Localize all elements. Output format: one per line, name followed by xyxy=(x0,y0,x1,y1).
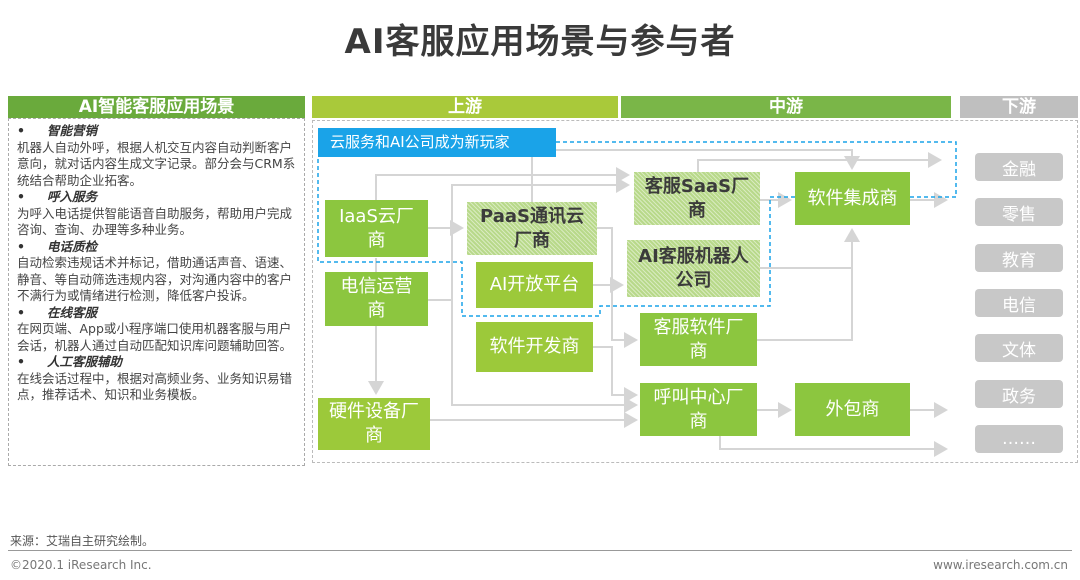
page-title: AI客服应用场景与参与者 xyxy=(344,22,736,62)
midstream-header: 中游 xyxy=(621,96,951,118)
node-ai-platform: AI开放平台 xyxy=(476,262,593,308)
downstream-finance: 金融 xyxy=(975,153,1063,181)
node-cs-software: 客服软件厂商 xyxy=(640,313,757,366)
scenario-item: •呼入服务为呼入电话提供智能语音自助服务，帮助用户完成咨询、查询、办理等多种业务… xyxy=(17,189,293,237)
downstream-header: 下游 xyxy=(960,96,1078,118)
scenario-header: AI智能客服应用场景 xyxy=(8,96,305,118)
scenario-item: •智能营销机器人自动外呼，根据人机交互内容自动判断客户意向，就对话内容生成文字记… xyxy=(17,123,296,188)
node-iaas: IaaS云厂商 xyxy=(325,200,428,257)
downstream-telecom: 电信 xyxy=(975,289,1063,317)
new-players-callout: 云服务和AI公司成为新玩家 xyxy=(318,128,556,157)
downstream-education: 教育 xyxy=(975,244,1063,272)
downstream-culture-sports: 文体 xyxy=(975,334,1063,362)
downstream-government: 政务 xyxy=(975,380,1063,408)
scenario-item: •在线客服在网页端、App或小程序端口使用机器客服与用户会话，机器人通过自动匹配… xyxy=(17,304,293,353)
footer-divider xyxy=(8,550,1072,551)
node-ai-robot: AI客服机器人公司 xyxy=(627,240,760,297)
upstream-header: 上游 xyxy=(312,96,618,118)
copyright: ©2020.1 iResearch Inc. xyxy=(10,558,152,572)
scenario-list: •智能营销机器人自动外呼，根据人机交互内容自动判断客户意向，就对话内容生成文字记… xyxy=(8,118,305,466)
scenario-item: •人工客服辅助在线会话过程中，根据对高频业务、业务知识易错点，推荐话术、知识和业… xyxy=(17,354,293,402)
source-note: 来源：艾瑞自主研究绘制。 xyxy=(10,534,155,548)
node-paas: PaaS通讯云厂商 xyxy=(467,202,597,255)
node-call-center: 呼叫中心厂商 xyxy=(640,383,757,436)
node-telecom: 电信运营商 xyxy=(325,272,428,326)
chain-frame xyxy=(312,120,1078,463)
downstream-retail: 零售 xyxy=(975,198,1063,226)
node-outsourcer: 外包商 xyxy=(795,383,910,436)
node-software-dev: 软件开发商 xyxy=(476,322,593,372)
downstream-more: …… xyxy=(975,425,1063,453)
node-saas: 客服SaaS厂商 xyxy=(634,172,760,225)
node-integrator: 软件集成商 xyxy=(795,172,910,225)
website-link[interactable]: www.iresearch.com.cn xyxy=(933,558,1068,572)
node-hardware: 硬件设备厂商 xyxy=(318,398,430,450)
scenario-item: •电话质检自动检索违规话术并标记，借助通话声音、语速、静音、等自动筛选违规内容，… xyxy=(17,238,293,304)
